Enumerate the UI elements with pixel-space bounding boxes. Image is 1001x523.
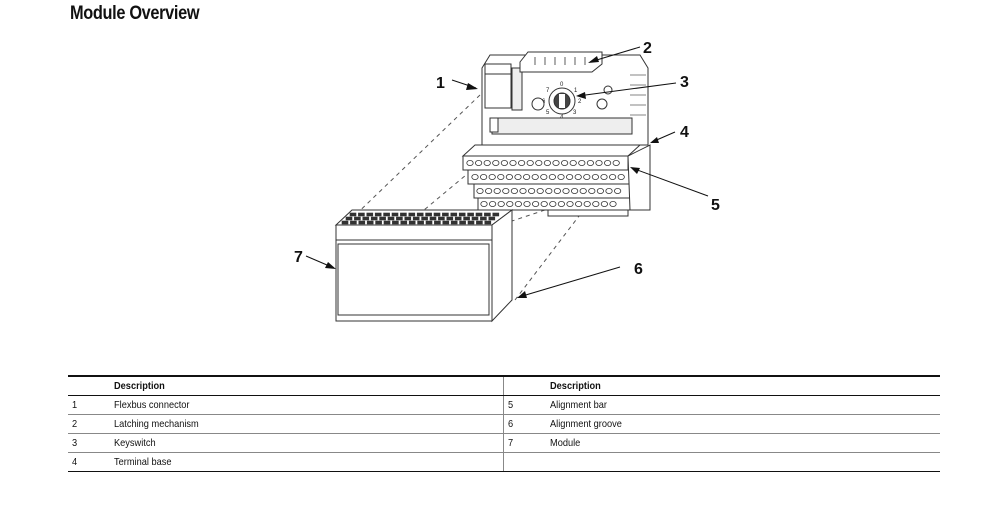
table-row: 4 Terminal base xyxy=(68,452,940,472)
page-title: Module Overview xyxy=(70,3,200,24)
item-number: 5 xyxy=(503,395,546,415)
callout-6: 6 xyxy=(634,261,643,278)
table-header-row: Description Description xyxy=(68,376,940,396)
table-row: 2 Latching mechanism 6 Alignment groove xyxy=(68,414,940,434)
callout-4: 4 xyxy=(680,124,689,141)
item-number: 4 xyxy=(68,452,110,472)
item-description: Flexbus connector xyxy=(109,395,504,415)
header-description-right: Description xyxy=(545,376,940,396)
callout-7: 7 xyxy=(294,249,303,266)
svg-text:7: 7 xyxy=(546,88,550,94)
header-description-left: Description xyxy=(109,376,504,396)
item-number: 2 xyxy=(68,414,110,434)
svg-text:3: 3 xyxy=(573,110,577,116)
table-row: 3 Keyswitch 7 Module xyxy=(68,433,940,453)
svg-text:1: 1 xyxy=(574,88,578,94)
svg-text:0: 0 xyxy=(560,82,564,88)
callout-5: 5 xyxy=(711,197,720,214)
module-drawing xyxy=(334,209,514,323)
terminal-base-drawing: 012 345 67 xyxy=(461,51,651,217)
item-description: Alignment groove xyxy=(545,414,940,434)
leader-lines xyxy=(305,46,709,298)
callout-1: 1 xyxy=(436,75,445,92)
description-table: Description Description 1 Flexbus connec… xyxy=(68,375,940,472)
svg-text:5: 5 xyxy=(546,110,550,116)
item-number: 3 xyxy=(68,433,110,453)
item-description: Terminal base xyxy=(109,452,504,472)
item-description: Latching mechanism xyxy=(109,414,504,434)
leader-arrowheads xyxy=(325,56,659,298)
header-num-left xyxy=(68,376,110,396)
callout-2: 2 xyxy=(643,40,652,57)
item-description: Alignment bar xyxy=(545,395,940,415)
item-number xyxy=(503,452,546,472)
item-number: 7 xyxy=(503,433,546,453)
header-num-right xyxy=(503,376,546,396)
svg-text:2: 2 xyxy=(578,99,582,105)
item-number: 6 xyxy=(503,414,546,434)
table-row: 1 Flexbus connector 5 Alignment bar xyxy=(68,395,940,415)
item-number: 1 xyxy=(68,395,110,415)
item-description: Keyswitch xyxy=(109,433,504,453)
item-description: Module xyxy=(545,433,940,453)
module-overview-figure: 012 345 67 xyxy=(294,40,720,323)
callout-3: 3 xyxy=(680,74,689,91)
item-description xyxy=(545,452,940,472)
